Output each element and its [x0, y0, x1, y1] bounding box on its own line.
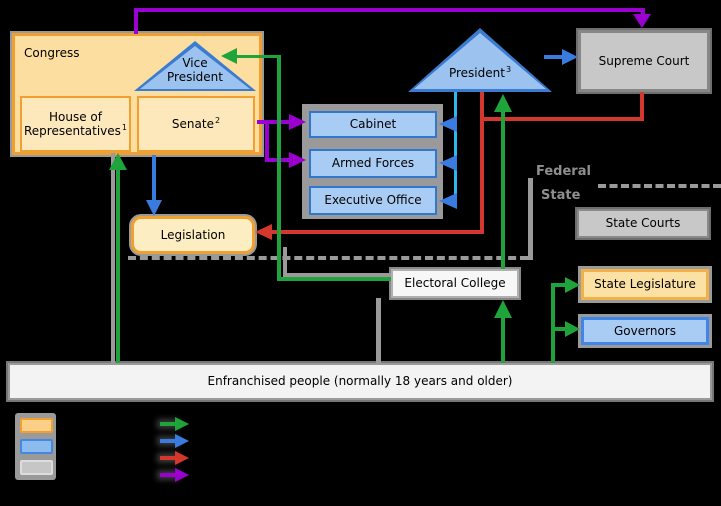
- purple-arrowhead-armed-forces: [289, 152, 306, 168]
- federal-level-label: Federal: [536, 164, 591, 179]
- legend-swatch-legislative: [20, 418, 53, 433]
- state-legislature-box: State Legislature: [581, 269, 709, 300]
- cabinet-box: Cabinet: [309, 111, 437, 138]
- legend-arrow-blue-head: [175, 434, 189, 448]
- legend-arrow-red-line: [160, 456, 177, 460]
- senate-footnote: 2: [214, 115, 221, 125]
- blue-arrowhead-executive-office: [439, 193, 457, 209]
- blue-arrowhead-legislation: [146, 200, 162, 216]
- green-arrowhead-vice-president: [221, 48, 237, 64]
- green-arrowhead-governors: [565, 321, 580, 337]
- legend-arrow-green-head: [175, 417, 189, 431]
- purple-senate-armedforces-line-v: [265, 120, 269, 162]
- blue-arrowhead-cabinet: [439, 116, 457, 132]
- senate-box: Senate2: [137, 96, 255, 152]
- president-footnote: 3: [505, 64, 512, 74]
- green-arrowhead-house: [109, 153, 127, 170]
- red-arrowhead-legislation: [255, 224, 272, 240]
- legend-arrow-green-line: [160, 422, 177, 426]
- green-ec-vp-line-v: [277, 55, 281, 277]
- vice-president-label: Vice President: [167, 55, 223, 84]
- divider-step: [528, 178, 533, 260]
- cyan-president-departments-line: [454, 92, 457, 202]
- house-of-representatives-box: House of Representatives1: [20, 96, 131, 152]
- purple-congress-supremecourt-line-h: [134, 8, 645, 12]
- green-people-ec-line: [501, 316, 505, 363]
- blue-senate-legislation-line: [152, 155, 156, 201]
- green-arrowhead-electoral-college: [494, 300, 512, 318]
- legislation-box: Legislation: [131, 216, 255, 254]
- legend-swatch-judicial: [20, 460, 53, 475]
- state-level-label: State: [541, 188, 581, 203]
- green-ec-vp-line-h-top: [236, 55, 280, 58]
- purple-arrowhead-supreme-court: [633, 14, 651, 28]
- blue-president-supremecourt-line: [544, 55, 564, 59]
- congress-label: Congress: [24, 46, 80, 60]
- legend-arrow-purple-head: [175, 468, 189, 482]
- green-arrowhead-president: [494, 94, 512, 112]
- electoral-college-box: Electoral College: [391, 269, 519, 298]
- red-president-veto-line-v: [480, 92, 484, 234]
- legend-arrow-purple-line: [160, 473, 177, 477]
- supreme-court-box: Supreme Court: [578, 30, 710, 92]
- gray-electoral-college-people-line: [376, 298, 381, 363]
- green-arrowhead-state-legislature: [565, 277, 580, 293]
- green-governors-line-h: [553, 327, 567, 331]
- state-courts-box: State Courts: [577, 209, 709, 238]
- gray-casing-vertical: [283, 247, 287, 277]
- divider-dashed-right: [598, 184, 721, 188]
- green-ec-vp-line-h-bottom: [277, 277, 391, 281]
- executive-office-box: Executive Office: [309, 186, 437, 215]
- gray-casing-horizontal: [283, 273, 391, 277]
- president-label: President3: [448, 64, 512, 80]
- red-supremecourt-line-v: [640, 92, 644, 120]
- president-triangle-fill: [414, 33, 546, 89]
- green-ec-president-line: [501, 110, 505, 269]
- house-label-line1: House of: [49, 109, 102, 124]
- legend-arrow-blue-line: [160, 439, 177, 443]
- purple-congress-supremecourt-line-v1: [134, 8, 138, 34]
- house-footnote: 1: [121, 123, 128, 132]
- green-state-legislature-line-h: [553, 283, 567, 287]
- purple-arrowhead-cabinet: [289, 114, 306, 130]
- purple-senate-cabinet-line: [257, 120, 289, 124]
- enfranchised-people-bar: Enfranchised people (normally 18 years a…: [8, 363, 712, 400]
- house-label-line2: Representatives1: [23, 123, 128, 139]
- green-people-state-line-v: [551, 283, 555, 363]
- governors-box: Governors: [581, 317, 709, 345]
- purple-congress-supremecourt-line-v2: [641, 8, 645, 16]
- blue-arrowhead-supreme-court: [562, 49, 578, 65]
- legend-swatch-executive: [20, 439, 53, 454]
- legend-arrow-red-head: [175, 451, 189, 465]
- red-supremecourt-line-h: [482, 117, 644, 121]
- divider-dashed-left: [128, 256, 528, 260]
- gray-people-congress-line: [111, 153, 115, 363]
- armed-forces-box: Armed Forces: [309, 149, 437, 178]
- blue-arrowhead-armed-forces: [439, 155, 457, 171]
- red-legislation-line-h: [272, 230, 484, 234]
- green-people-house-line: [116, 168, 120, 363]
- senate-label: Senate2: [171, 115, 221, 131]
